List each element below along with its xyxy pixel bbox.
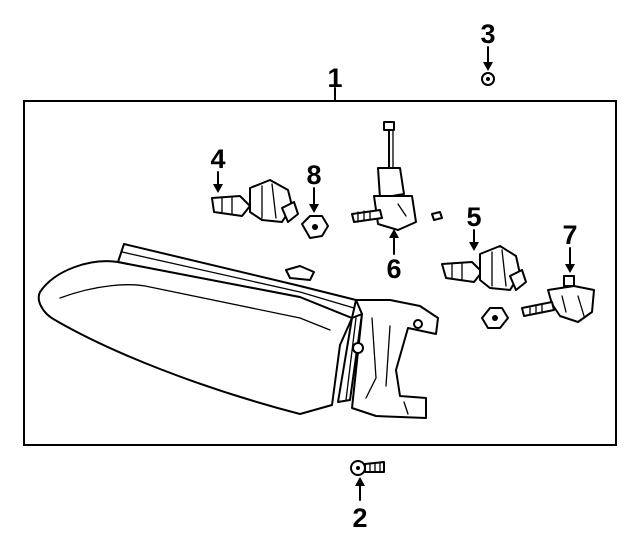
bulb-part-5: [441, 245, 527, 291]
nut-part: [481, 307, 509, 329]
leader-arrow-7: [565, 247, 575, 273]
leader-arrow-5: [469, 229, 479, 251]
callout-5: 5: [466, 202, 481, 232]
headlamp-housing: [37, 243, 439, 419]
nut-part-3: [481, 72, 495, 86]
callout-1: 1: [327, 63, 342, 93]
callout-4: 4: [210, 144, 225, 174]
callout-2: 2: [352, 503, 367, 533]
leader-arrow-3: [483, 46, 493, 71]
screw-part-2: [350, 460, 385, 476]
adjuster-part-6: [351, 121, 443, 231]
bulb-part-4: [211, 179, 299, 223]
leader-arrow-6: [389, 229, 399, 255]
assembly-frame: [23, 100, 617, 446]
leader-arrow-8: [309, 187, 319, 213]
callout-3: 3: [480, 19, 495, 49]
clip-part-8: [301, 215, 329, 239]
callout-6: 6: [386, 254, 401, 284]
leader-arrow-2: [355, 477, 365, 501]
callout-8: 8: [306, 160, 321, 190]
callout-7: 7: [562, 220, 577, 250]
leader-arrow-4: [213, 171, 223, 193]
adjuster-part-7: [521, 275, 595, 323]
